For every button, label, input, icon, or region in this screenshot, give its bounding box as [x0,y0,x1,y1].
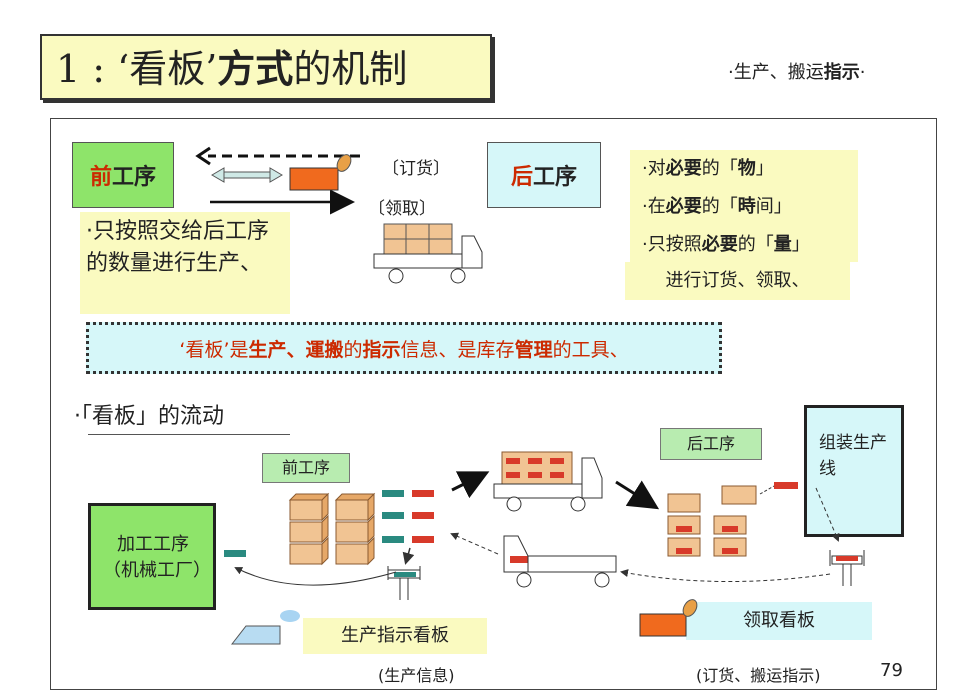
truck-return [503,535,617,588]
banner-segment: 的 [343,338,363,361]
dashed-arrow-assembly [815,487,840,542]
production-kanban-label: 生产指示看板 [303,618,487,654]
title-suffix: 的机制 [293,47,408,91]
kanban-definition-banner: ‘看板’是生产、運搬的指示信息、是库存管理的工具、 [86,322,722,374]
flow-back-label: 后工序 [660,428,762,460]
order-info-label: (订货、搬运指示) [696,666,821,685]
flow-front-label: 前工序 [262,453,350,483]
truck-flow-top [493,451,603,512]
back-process-box: 后工序 [487,142,601,208]
dashed-arrow-to-front [450,532,499,555]
right-note-line3: ·只按照必要的「量」 [642,234,810,255]
front-process-stock [288,492,376,566]
back-process-stock [667,482,798,557]
page-number: 79 [880,660,903,681]
assembly-line-box: 组装生产线 [804,405,904,537]
machining-process-box: 加工工序（机械工厂） [88,503,216,610]
kanban-post-back [829,550,865,586]
flow-title-underline [88,434,290,435]
left-note: ·只按照交给后工序的数量进行生产、 [80,212,290,314]
title-prefix: 1 : ‘看板’ [56,47,218,91]
banner-text: ‘看板’是生产、運搬的指示信息、是库存管理的工具、 [179,335,628,362]
flow-title: ·「看板」的流动 [74,404,224,429]
right-note-line4: 进行订货、领取、 [625,262,850,300]
banner-segment: 指示 [362,338,401,361]
kanban-card-icon [289,154,352,191]
title-bold: 方式 [217,47,294,91]
header-subtitle: ·生产、搬运指示· [728,58,865,84]
arrow-to-machining [234,567,397,586]
header-part2: · [859,62,866,83]
back-red-char: 后 [510,165,533,190]
dashed-arrow-to-truck [620,569,831,583]
kanban-post-front [387,547,421,600]
kanban-cards-front [224,490,434,557]
pickup-kanban-icon [639,599,698,637]
pickup-label: 〔领取〕 [368,199,436,219]
right-note-line1: ·对必要的「物」 [642,158,774,179]
front-rest: 工序 [112,165,157,190]
order-label: 〔订货〕 [382,159,450,179]
header-part1: ·生产、搬运 [728,62,824,83]
page-title: 1 : ‘看板’方式的机制 [40,34,492,100]
pickup-kanban-label: 领取看板 [686,602,872,640]
arrow-to-back [615,480,660,510]
right-note: ·对必要的「物」 ·在必要的「時间」 ·只按照必要的「量」 [630,150,858,262]
front-process-box: 前工序 [72,142,174,208]
double-arrow-icon [211,167,283,183]
banner-segment: 生产、運搬 [248,338,344,361]
arrow-to-truck [451,471,490,499]
truck-top [373,223,483,284]
right-note-line2: ·在必要的「時间」 [642,196,792,217]
back-rest: 工序 [533,165,578,190]
banner-segment: 信息、是库存 [400,338,515,361]
banner-segment: 管理 [514,338,553,361]
banner-segment: ‘看板’是 [179,338,249,361]
production-info-label: (生产信息) [378,666,455,685]
header-bold: 指示 [823,62,860,83]
order-arrow [195,146,360,166]
production-kanban-icon [230,610,300,645]
front-red-char: 前 [89,165,112,190]
banner-segment: 的工具、 [552,338,629,361]
